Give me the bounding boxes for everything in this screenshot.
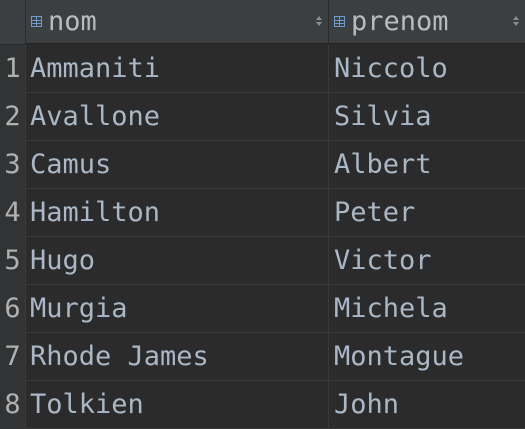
- column-icon: [334, 16, 345, 27]
- column-header-prenom[interactable]: prenom: [329, 0, 525, 44]
- cell-prenom[interactable]: Silvia: [334, 101, 432, 132]
- row-number[interactable]: 3: [0, 141, 26, 189]
- row-number[interactable]: 2: [0, 93, 26, 141]
- table-row[interactable]: 7 Rhode James Montague: [0, 333, 525, 381]
- row-number[interactable]: 5: [0, 237, 26, 285]
- cell-prenom[interactable]: Niccolo: [334, 53, 448, 84]
- table-row[interactable]: 5 Hugo Victor: [0, 237, 525, 285]
- cell-prenom[interactable]: Victor: [334, 245, 432, 276]
- row-number[interactable]: 4: [0, 189, 26, 237]
- cell-prenom[interactable]: Albert: [334, 149, 432, 180]
- table-row[interactable]: 2 Avallone Silvia: [0, 93, 525, 141]
- grid-corner[interactable]: [0, 0, 26, 44]
- cell-prenom[interactable]: John: [334, 389, 400, 420]
- column-icon: [31, 16, 42, 27]
- row-number[interactable]: 6: [0, 285, 26, 333]
- cell-nom[interactable]: Hamilton: [26, 189, 329, 237]
- cell-nom[interactable]: Rhode James: [26, 333, 329, 381]
- column-title: prenom: [351, 6, 449, 37]
- cell-nom[interactable]: Murgia: [26, 285, 329, 333]
- row-number[interactable]: 8: [0, 381, 26, 429]
- cell-prenom[interactable]: Montague: [334, 341, 465, 372]
- table-row[interactable]: 8 Tolkien John: [0, 381, 525, 429]
- sort-icon[interactable]: [316, 16, 322, 28]
- table-row[interactable]: 1 Ammaniti Niccolo: [0, 45, 525, 93]
- table-row[interactable]: 3 Camus Albert: [0, 141, 525, 189]
- cell-nom[interactable]: Hugo: [26, 237, 329, 285]
- sort-icon[interactable]: [513, 16, 519, 28]
- table-row[interactable]: 6 Murgia Michela: [0, 285, 525, 333]
- table-row[interactable]: 4 Hamilton Peter: [0, 189, 525, 237]
- grid-header: nom prenom: [0, 0, 525, 44]
- column-title: nom: [48, 6, 97, 37]
- cell-nom[interactable]: Avallone: [26, 93, 329, 141]
- cell-nom[interactable]: Camus: [26, 141, 329, 189]
- cell-nom[interactable]: Ammaniti: [26, 45, 329, 93]
- cell-prenom[interactable]: Peter: [334, 197, 416, 228]
- row-number[interactable]: 7: [0, 333, 26, 381]
- column-header-nom[interactable]: nom: [26, 0, 329, 44]
- cell-prenom[interactable]: Michela: [334, 293, 448, 324]
- cell-nom[interactable]: Tolkien: [26, 381, 329, 429]
- row-number[interactable]: 1: [0, 45, 26, 93]
